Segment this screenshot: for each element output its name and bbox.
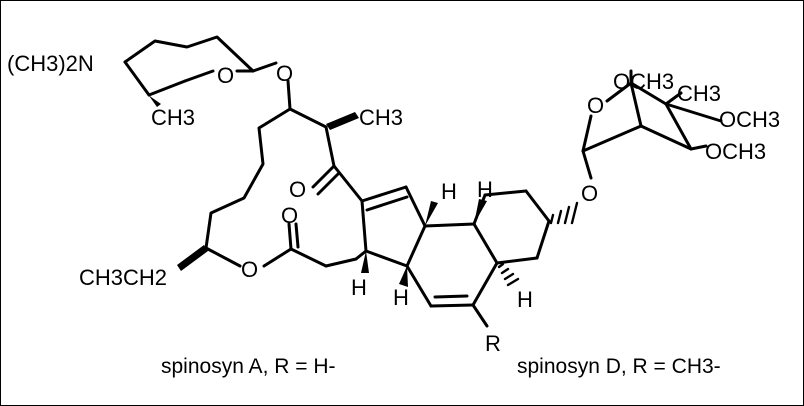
rhamnose-methyl-label: CH3 (677, 81, 721, 106)
ester-ring-oxygen-label: O (241, 257, 258, 282)
macrolide-methyl-label: CH3 (359, 105, 403, 130)
ester-carbonyl-oxygen-label: O (281, 203, 298, 228)
hydrogen-label: H (393, 285, 409, 310)
rhamnose-ring (581, 69, 723, 180)
hydrogen-label: H (517, 287, 533, 312)
rhamnose-methoxy-right-label: OCH3 (719, 107, 780, 132)
hydrogen-label: H (351, 275, 367, 300)
r-group-label: R (485, 331, 501, 356)
glycoside-oxygen-right-label: O (581, 181, 598, 206)
rhamnose-methoxy-lower-label: OCH3 (705, 139, 766, 164)
hydrogen-label: H (441, 179, 457, 204)
caption-spinosyn-d: spinosyn D, R = CH3- (517, 355, 721, 378)
rhamnose-methoxy-top-label: OCH3 (613, 69, 674, 94)
amine-group-label: (CH3)2N (7, 51, 94, 76)
glycoside-oxygen-left-label: O (276, 61, 293, 86)
sugar-methyl-label: CH3 (151, 105, 195, 130)
forosamine-ring (123, 35, 278, 107)
caption-spinosyn-a: spinosyn A, R = H- (161, 355, 336, 378)
sugar-ring-oxygen-label: O (217, 63, 234, 88)
rhamnose-ring-oxygen-label: O (587, 93, 604, 118)
ketone-oxygen-label: O (289, 177, 306, 202)
hydrogen-label: H (477, 177, 493, 202)
tetracyclic-core (354, 185, 579, 328)
macrolide-ring (177, 79, 364, 271)
ethyl-group-label: CH3CH2 (79, 265, 167, 290)
